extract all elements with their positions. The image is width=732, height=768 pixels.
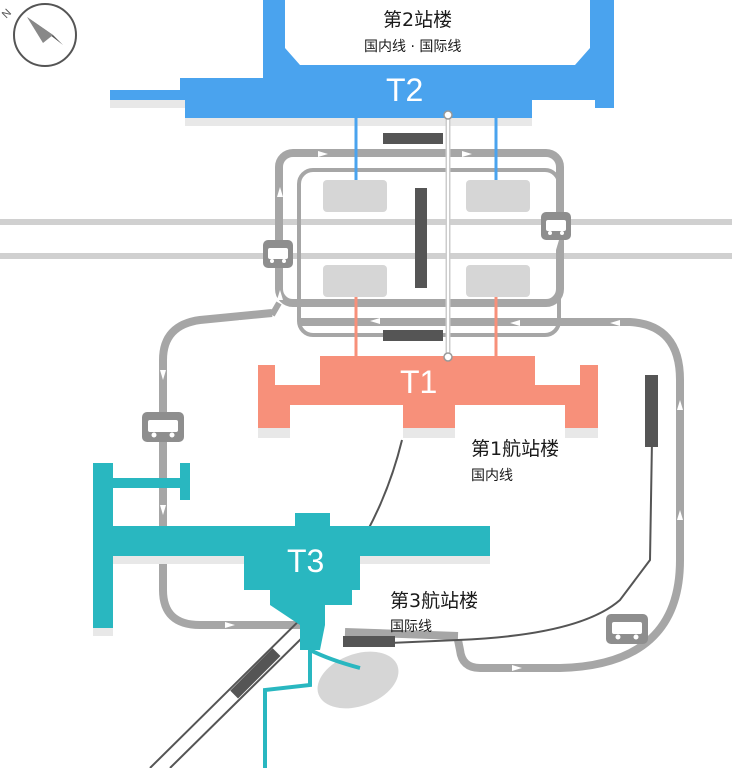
bus-stops (142, 212, 648, 644)
central-walkway (443, 110, 453, 362)
t2-name-label: 第2站楼 (383, 9, 453, 31)
t1-service-label: 国内线 (471, 468, 513, 484)
outer-loop-road (159, 309, 684, 672)
t2-connectors (354, 118, 498, 180)
t3-service-label: 国际线 (390, 619, 432, 635)
train-platforms (230, 133, 658, 699)
t1-connectors (354, 297, 498, 356)
t3-connectors (263, 640, 361, 768)
parking-lots (317, 180, 530, 709)
t2-service-label: 国内线 · 国际线 (364, 39, 462, 55)
t1-name-label: 第1航站楼 (471, 438, 560, 460)
terminal-t2-building (110, 0, 614, 126)
bus-stop-icon (541, 212, 571, 240)
t3-code-label: T3 (287, 543, 325, 579)
t3-name-label: 第3航站楼 (390, 590, 479, 612)
railway-lines (0, 219, 732, 259)
terminal-t1-building (258, 356, 598, 438)
compass-icon (13, 3, 77, 67)
bus-stop-icon (606, 614, 648, 644)
connector-roads (269, 301, 282, 317)
t1-code-label: T1 (400, 364, 438, 400)
t2-code-label: T2 (386, 72, 424, 108)
bus-stop-icon (142, 412, 184, 442)
bus-stop-icon (263, 240, 293, 268)
terminal-t3-building (93, 463, 490, 650)
road-arrows (160, 151, 683, 671)
